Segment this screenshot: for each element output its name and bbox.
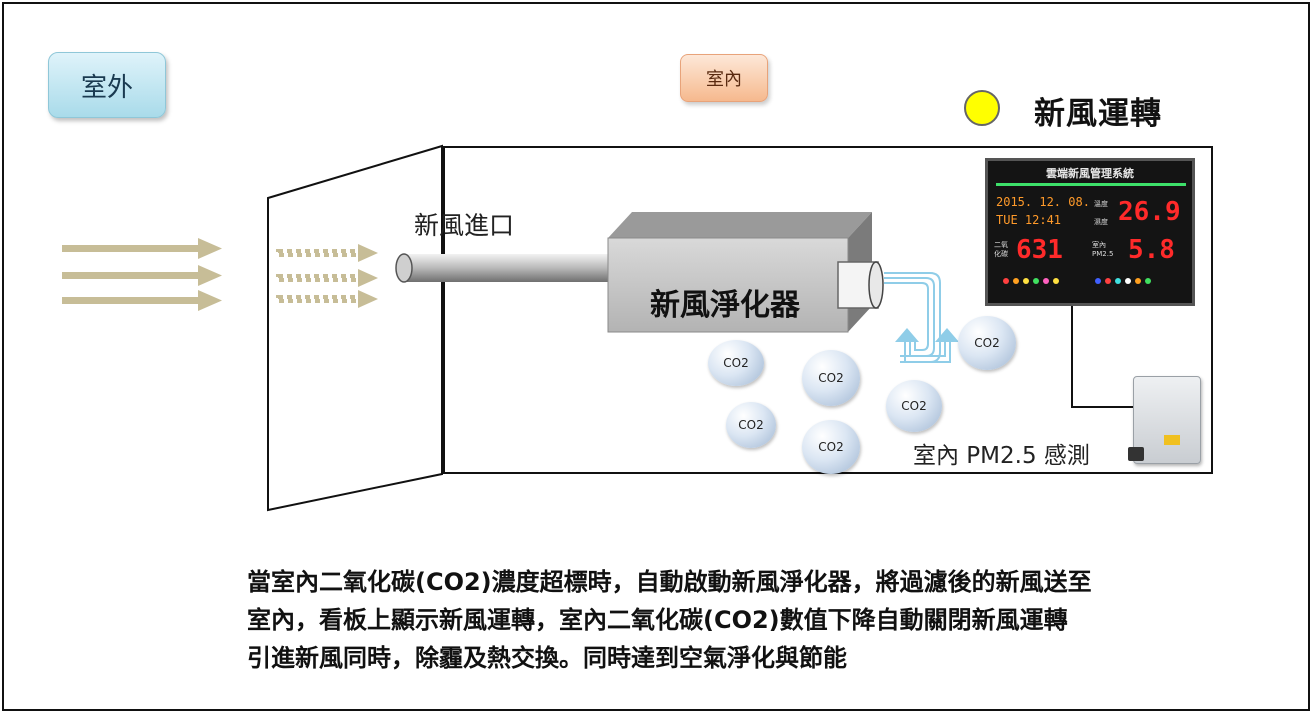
pm25-sensor-label: 室內 PM2.5 感測 xyxy=(913,443,1090,469)
pm25-sensor-device xyxy=(1128,376,1201,464)
status-indicator-light xyxy=(964,90,1000,126)
panel-date: 2015. 12. 08. xyxy=(996,195,1090,209)
outlet-nozzle xyxy=(837,261,884,309)
description-line: 室內，看板上顯示新風運轉，室內二氧化碳(CO2)數值下降自動關閉新風運轉 xyxy=(247,606,1068,634)
description-line: 當室內二氧化碳(CO2)濃度超標時，自動啟動新風淨化器，將過濾後的新風送至 xyxy=(247,568,1092,596)
sensor-cable xyxy=(1071,302,1133,408)
co2-bubble: CO2 xyxy=(802,350,860,406)
co2-bubble: CO2 xyxy=(958,316,1016,370)
co2-bubble: CO2 xyxy=(726,402,776,448)
panel-indicator-leds xyxy=(1003,278,1151,284)
description-text: 當室內二氧化碳(CO2)濃度超標時，自動啟動新風淨化器，將過濾後的新風送至 室內… xyxy=(247,563,1307,677)
inlet-pipe xyxy=(395,253,612,283)
temp-label: 溫度 xyxy=(1094,200,1108,208)
sensor-warning-sticker xyxy=(1164,435,1180,445)
panel-time: TUE 12:41 xyxy=(996,213,1062,227)
co2-bubble: CO2 xyxy=(886,380,942,432)
co2-bubble: CO2 xyxy=(708,340,764,386)
outdoor-airflow-arrows xyxy=(62,238,222,311)
panel-title: 雲端新風管理系統 xyxy=(1046,167,1134,180)
pm-label: 室內 PM2.5 xyxy=(1092,241,1114,258)
co2-label: 二氧化碳 xyxy=(994,241,1008,258)
purifier-unit xyxy=(607,212,872,333)
co2-bubble: CO2 xyxy=(802,420,860,474)
humidity-label: 濕度 xyxy=(1094,218,1108,226)
outdoor-badge: 室外 xyxy=(48,52,166,118)
fresh-air-inlet-label: 新風進口 xyxy=(414,211,515,240)
filtered-airflow-arrows xyxy=(276,244,378,308)
co2-value: 631 xyxy=(1016,235,1063,265)
outlet-airflow-arrows xyxy=(884,272,959,363)
pm-value: 5.8 xyxy=(1128,235,1175,265)
status-label: 新風運轉 xyxy=(1034,96,1162,132)
indoor-badge: 室內 xyxy=(680,54,768,102)
sensor-connector xyxy=(1128,447,1144,461)
temp-value: 26.9 xyxy=(1118,197,1181,227)
purifier-label: 新風淨化器 xyxy=(650,288,800,323)
description-line: 引進新風同時，除霾及熱交換。同時達到空氣淨化與節能 xyxy=(247,644,847,672)
panel-status-bar xyxy=(996,183,1186,186)
wall-panel xyxy=(267,144,443,512)
air-management-display-panel: 雲端新風管理系統 2015. 12. 08. TUE 12:41 溫度 濕度 2… xyxy=(985,158,1195,306)
